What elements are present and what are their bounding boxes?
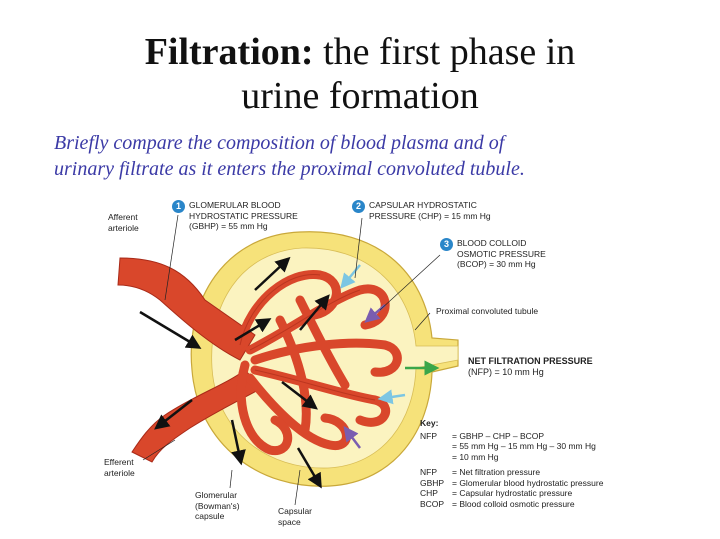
bcop-line1: BLOOD COLLOID [457, 238, 527, 248]
nfp-title: NET FILTRATION PRESSURE [468, 356, 593, 366]
gbhp-callout: GLOMERULAR BLOOD HYDROSTATIC PRESSURE (G… [189, 200, 298, 232]
badge-1: 1 [172, 200, 185, 213]
badge-2: 2 [352, 200, 365, 213]
afferent-label: Afferent arteriole [108, 212, 139, 233]
chp-line1: CAPSULAR HYDROSTATIC [369, 200, 477, 210]
title-rest: the first phase in [313, 31, 576, 73]
capsular-space-label: Capsular space [278, 506, 312, 527]
efferent-label-line2: arteriole [104, 467, 135, 478]
key-value: = 10 mm Hg [452, 451, 499, 462]
key-term: NFP [420, 430, 437, 441]
bcop-line3: (BCOP) = 30 mm Hg [457, 259, 536, 269]
bowmans-capsule [190, 231, 459, 487]
key-term: CHP [420, 488, 438, 498]
key-term: BCOP [420, 498, 445, 509]
bcop-arrows [343, 304, 386, 449]
key-value: = Blood colloid osmotic pressure [452, 498, 575, 509]
pct-label: Proximal convoluted tubule [436, 306, 539, 316]
chp-line2: PRESSURE (CHP) = 15 mm Hg [369, 210, 491, 221]
question-text: Briefly compare the composition of blood… [54, 130, 674, 182]
key-term: NFP [420, 467, 437, 477]
key-definition-row: BCOP = Blood colloid osmotic pressure [420, 499, 603, 510]
key-value: = 55 mm Hg – 15 mm Hg – 30 mm Hg [452, 441, 596, 451]
afferent-label-line1: Afferent [108, 212, 138, 222]
key-box: Key: NFP = GBHP – CHP – BCOP = 55 mm Hg –… [420, 418, 603, 509]
capsule-label-line1: Glomerular [195, 490, 238, 500]
key-value: = GBHP – CHP – BCOP [452, 430, 545, 441]
capsule-label-line2: (Bowman's) [195, 500, 240, 511]
key-definition-row: NFP = Net filtration pressure [420, 467, 603, 478]
key-term: GBHP [420, 477, 445, 488]
efferent-label: Efferent arteriole [104, 457, 135, 478]
space-label-line2: space [278, 516, 301, 527]
key-heading: Key: [420, 418, 439, 428]
key-value: = Net filtration pressure [452, 467, 541, 477]
nfp-value: (NFP) = 10 mm Hg [468, 366, 544, 377]
efferent-label-line1: Efferent [104, 457, 134, 467]
key-formula-row: = 10 mm Hg [420, 452, 603, 463]
glomerular-capsule-label: Glomerular (Bowman's) capsule [195, 490, 240, 522]
chp-arrows [340, 264, 406, 405]
title-bold: Filtration: [144, 31, 314, 73]
space-label-line1: Capsular [278, 506, 313, 516]
nfp-callout: NET FILTRATION PRESSURE (NFP) = 10 mm Hg [468, 356, 593, 377]
efferent-arteriole [131, 369, 263, 463]
afferent-label-line2: arteriole [108, 222, 139, 233]
key-formula-row: = 55 mm Hg – 15 mm Hg – 30 mm Hg [420, 441, 603, 452]
blood-flow-arrows [139, 256, 330, 489]
badge-3: 3 [440, 238, 453, 251]
key-definition-row: CHP = Capsular hydrostatic pressure [420, 488, 603, 499]
bcop-line2: OSMOTIC PRESSURE [457, 248, 546, 259]
gbhp-line2: HYDROSTATIC PRESSURE [189, 210, 298, 221]
chp-callout: CAPSULAR HYDROSTATIC PRESSURE (CHP) = 15… [369, 200, 491, 221]
key-definition-row: GBHP = Glomerular blood hydrostatic press… [420, 478, 603, 489]
key-formula-row: NFP = GBHP – CHP – BCOP [420, 431, 603, 442]
question-line1: Briefly compare the composition of blood… [54, 132, 505, 154]
key-term [420, 452, 452, 463]
key-value: = Glomerular blood hydrostatic pressure [452, 477, 604, 488]
key-value: = Capsular hydrostatic pressure [452, 488, 573, 498]
title-line2: urine formation [241, 75, 479, 117]
leader-lines [142, 214, 441, 506]
capsule-label-line3: capsule [195, 511, 225, 521]
gbhp-line1: GLOMERULAR BLOOD [189, 200, 281, 210]
gbhp-line3: (GBHP) = 55 mm Hg [189, 221, 268, 231]
slide-title: Filtration: the first phase in urine for… [0, 30, 720, 118]
bcop-callout: BLOOD COLLOID OSMOTIC PRESSURE (BCOP) = … [457, 238, 546, 270]
question-line2: urinary filtrate as it enters the proxim… [54, 158, 525, 180]
key-term [420, 441, 452, 452]
